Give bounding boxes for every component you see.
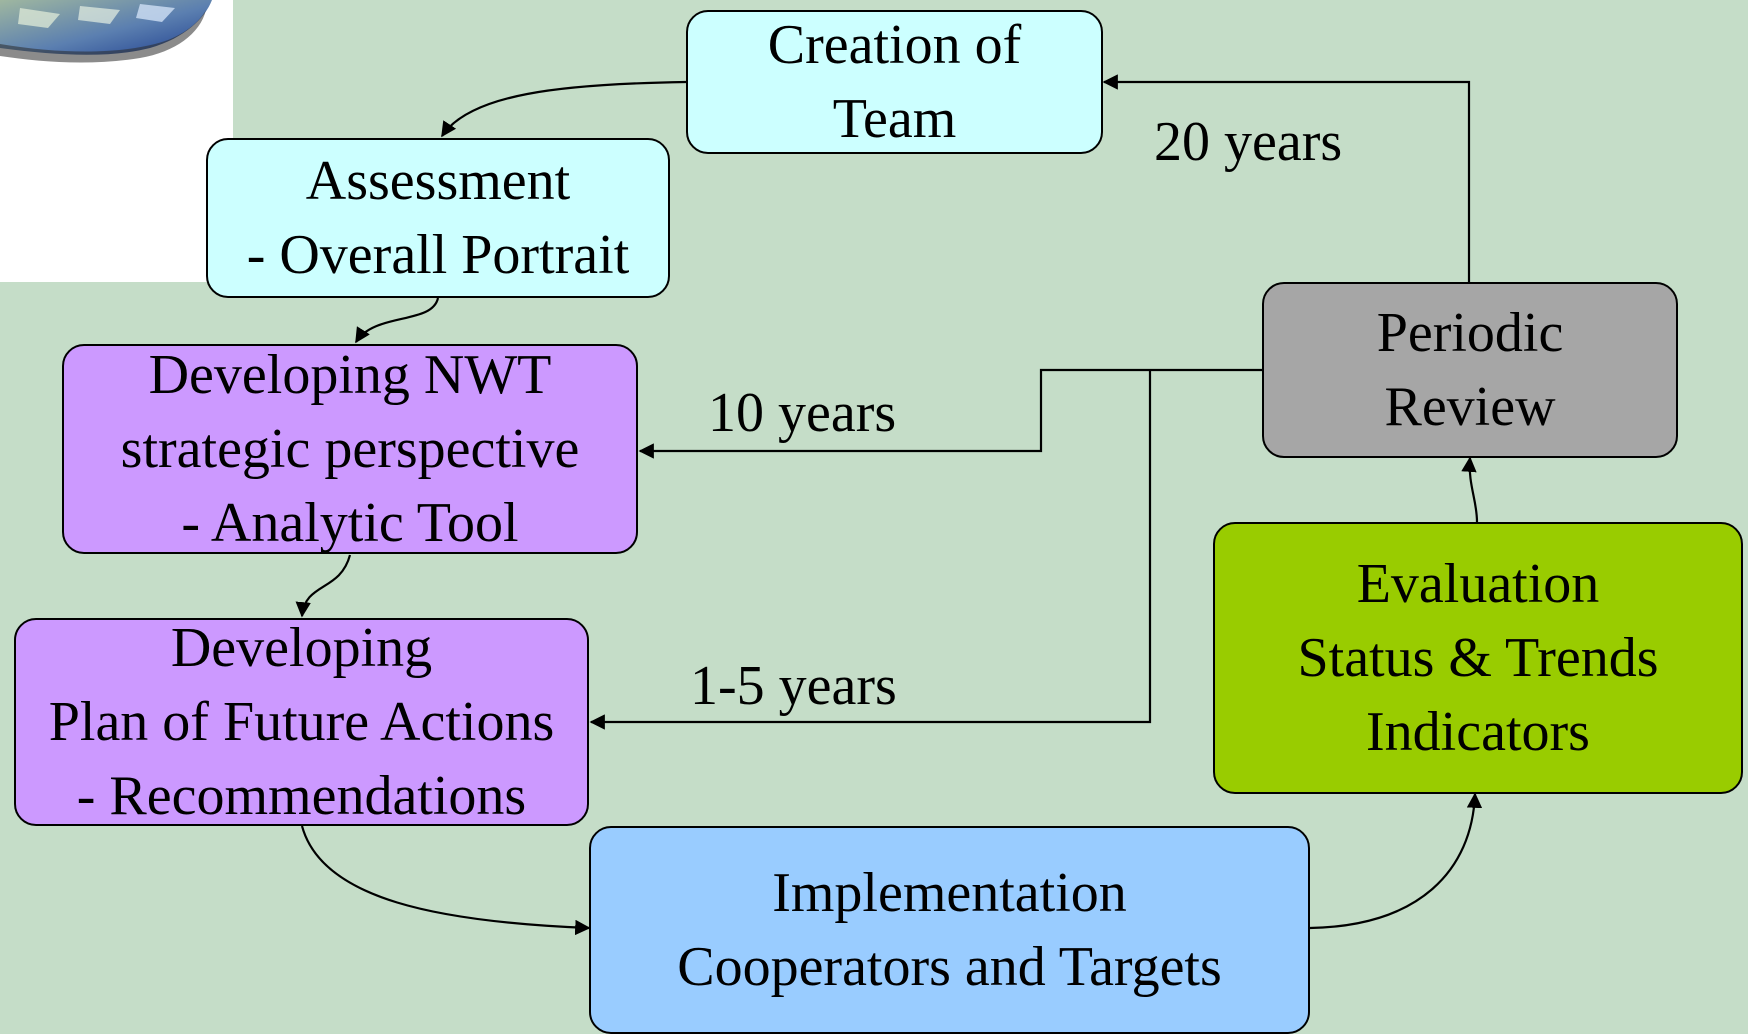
arrow-review-to-creation (1102, 74, 1471, 282)
plan-line-1: Developing (170, 617, 433, 679)
logo-panel (0, 0, 233, 282)
arrow-creation-to-assessment (441, 80, 687, 138)
arrow-plan-to-implementation (300, 825, 591, 936)
label-20-years: 20 years (1154, 111, 1343, 173)
strategic-perspective-node: Developing NWT strategic perspective - A… (62, 344, 638, 554)
creation-line-1: Creation of (767, 14, 1022, 76)
arrow-strategic-to-plan (295, 554, 352, 618)
label-1-5-years: 1-5 years (690, 655, 897, 717)
arrow-review-to-plan (589, 370, 1152, 730)
assessment-node: Assessment - Overall Portrait (206, 138, 670, 298)
plan-line-2: Plan of Future Actions (48, 691, 555, 753)
assessment-line-1: Assessment (305, 150, 571, 212)
evaluation-line-1: Evaluation (1356, 553, 1600, 615)
strategic-line-2: strategic perspective (120, 418, 580, 480)
strategic-line-3: - Analytic Tool (181, 492, 519, 554)
strategic-line-1: Developing NWT (148, 344, 552, 406)
implementation-node: Implementation Cooperators and Targets (589, 826, 1310, 1034)
implementation-line-1: Implementation (772, 862, 1127, 924)
arrow-implementation-to-evaluation (1309, 792, 1483, 930)
evaluation-line-3: Indicators (1366, 701, 1590, 763)
periodic-review-node: Periodic Review (1262, 282, 1678, 458)
arrow-assessment-to-strategic (355, 297, 440, 344)
label-10-years: 10 years (708, 382, 897, 444)
logo-image (0, 0, 212, 63)
implementation-line-2: Cooperators and Targets (677, 936, 1222, 998)
arrow-review-to-strategic (638, 368, 1262, 459)
review-line-2: Review (1384, 376, 1556, 438)
plan-line-3: - Recommendations (76, 765, 527, 827)
assessment-line-2: - Overall Portrait (246, 224, 630, 286)
evaluation-node: Evaluation Status & Trends Indicators (1213, 522, 1743, 794)
arrow-evaluation-to-review (1461, 456, 1479, 523)
creation-of-team-node: Creation of Team (686, 10, 1103, 154)
review-line-1: Periodic (1376, 302, 1564, 364)
evaluation-line-2: Status & Trends (1297, 627, 1659, 689)
plan-of-future-actions-node: Developing Plan of Future Actions - Reco… (14, 617, 589, 827)
creation-line-2: Team (832, 88, 957, 150)
